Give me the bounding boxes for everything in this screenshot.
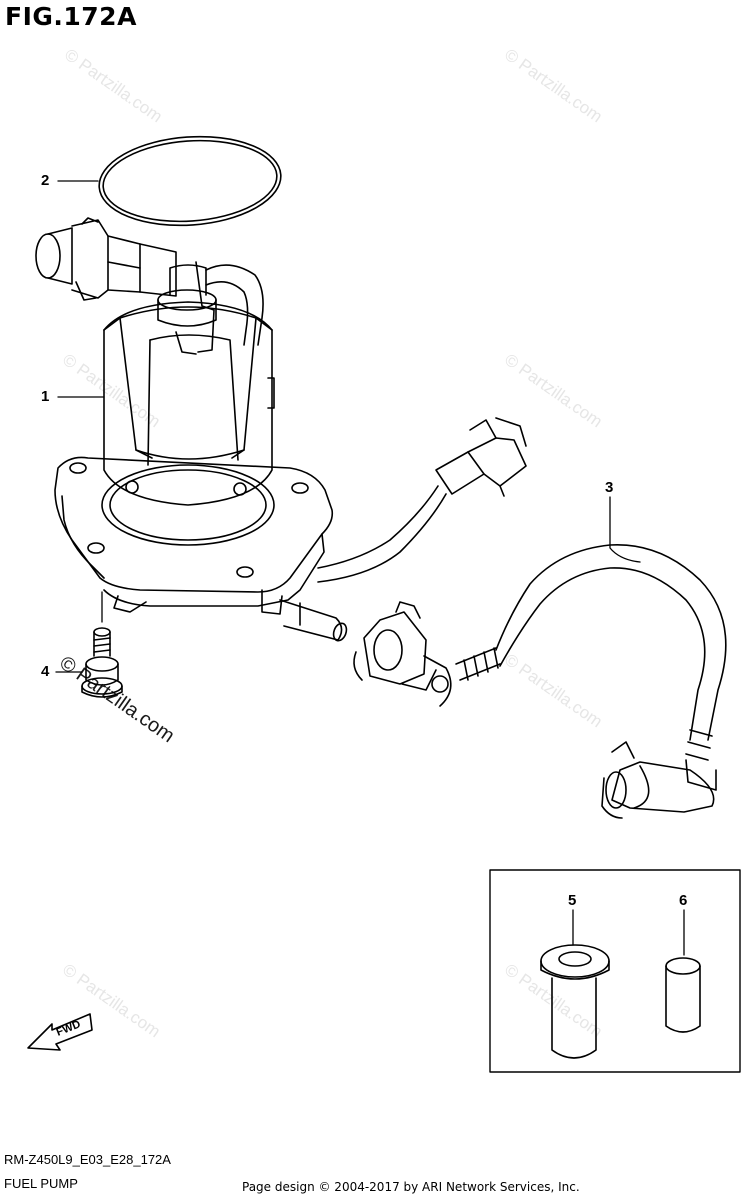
pump-connector xyxy=(35,217,177,301)
callout-4: 4 xyxy=(41,663,50,680)
copyright-notice: Page design © 2004-2017 by ARI Network S… xyxy=(242,1180,580,1194)
callout-1: 1 xyxy=(41,388,50,405)
inset-box xyxy=(489,869,741,1073)
callout-5: 5 xyxy=(568,892,577,909)
callout-2: 2 xyxy=(41,172,50,189)
fuel-hose-part xyxy=(353,543,727,819)
fuel-pump-part xyxy=(35,217,527,642)
bolt-part xyxy=(81,627,123,698)
model-code: RM-Z450L9_E03_E28_172A xyxy=(4,1152,171,1167)
callout-6: 6 xyxy=(679,892,688,909)
callout-3: 3 xyxy=(605,479,614,496)
o-ring-part xyxy=(98,135,282,227)
cap-part-6 xyxy=(665,957,701,1033)
harness-connector xyxy=(435,417,527,497)
fwd-arrow-icon xyxy=(27,1013,93,1051)
figure-title: FIG.172A xyxy=(5,2,137,31)
section-name: FUEL PUMP xyxy=(4,1176,78,1191)
cap-part-5 xyxy=(540,944,610,1059)
